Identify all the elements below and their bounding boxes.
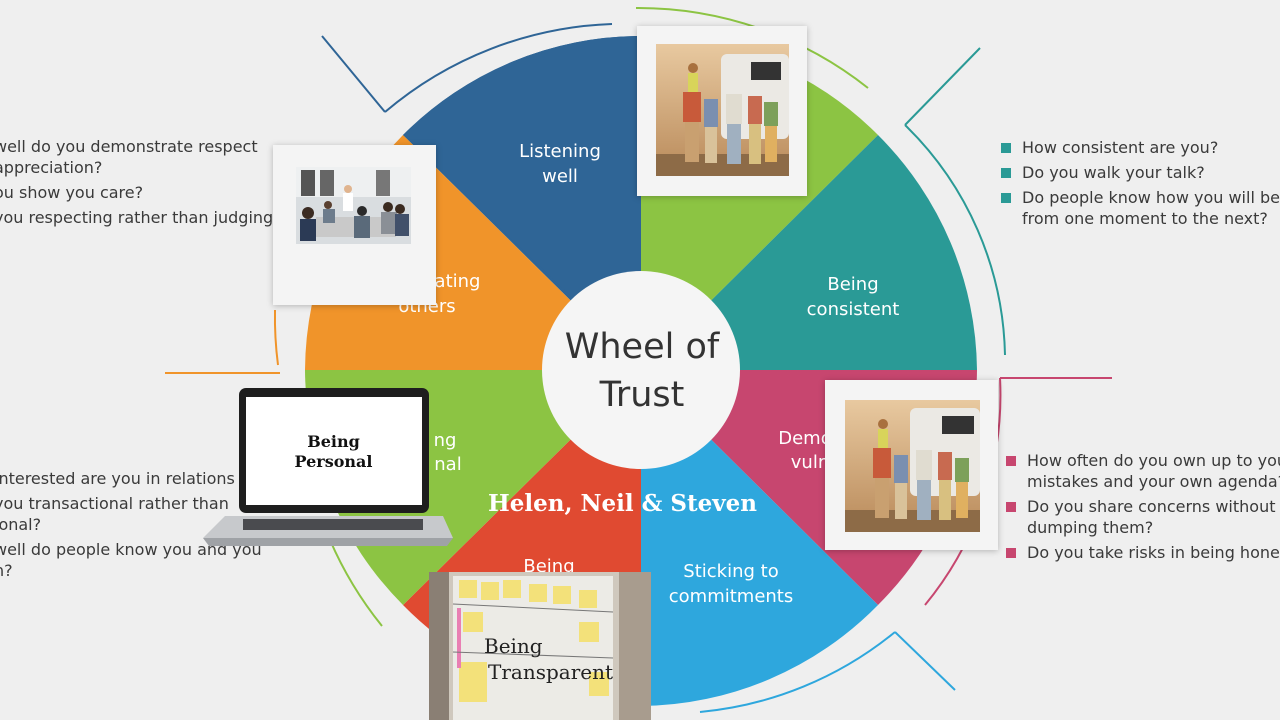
title-line-1: Wheel of — [564, 327, 720, 367]
title-line-2: Trust — [599, 375, 685, 415]
family-photo-card-right — [825, 380, 998, 550]
teal-bullet-icon — [1001, 193, 1011, 203]
right-q-3: Do people know how you will be — [1001, 187, 1280, 208]
board-label-line-1: Being — [484, 634, 543, 658]
family-photo-right — [845, 400, 980, 532]
right-questions-top: How consistent are you? Do you walk your… — [1001, 137, 1280, 229]
left-q-9: n? — [0, 561, 13, 580]
laptop-icon — [203, 388, 453, 546]
label-personal-partial-1: ng — [434, 430, 457, 451]
right-q-2: Do you walk your talk? — [1001, 162, 1280, 183]
segment-sticking-to-commitments — [641, 370, 878, 706]
teal-bullet-icon — [1001, 168, 1011, 178]
sticky-note-board-photo — [429, 572, 651, 720]
board-label: Being Transparent — [484, 633, 613, 685]
meeting-photo-card — [273, 145, 436, 305]
right-q-5: Do you share concerns without — [1006, 496, 1280, 517]
wheel-title: Wheel of Trust — [543, 272, 741, 470]
pink-bullet-icon — [1006, 456, 1016, 466]
label-appreciating-1: iating — [430, 271, 481, 292]
label-consistent-1: Being — [827, 274, 878, 295]
teal-bullet-icon — [1001, 143, 1011, 153]
left-q-1: well do you demonstrate respect — [0, 137, 258, 156]
right-q-5-cont: dumping them? — [1027, 518, 1154, 537]
pink-bullet-icon — [1006, 502, 1016, 512]
right-questions-bottom: How often do you own up to you mistakes … — [1006, 450, 1280, 563]
left-q-6: you transactional rather than — [0, 494, 229, 513]
right-q-6: Do you take risks in being hones — [1006, 542, 1280, 563]
right-q-4: How often do you own up to you — [1006, 450, 1280, 471]
label-personal-partial-2: nal — [434, 454, 461, 475]
laptop-label-line-2: Personal — [294, 452, 373, 471]
right-q-3-cont: from one moment to the next? — [1022, 209, 1268, 228]
family-photo-top — [656, 44, 789, 176]
pink-bullet-icon — [1006, 548, 1016, 558]
left-q-4: you respecting rather than judging? — [0, 208, 282, 227]
laptop-screen-label: Being Personal — [246, 398, 421, 506]
family-photo-card-top — [637, 26, 807, 196]
presenter-names: Helen, Neil & Steven — [488, 490, 757, 517]
label-commitments-2: commitments — [669, 586, 794, 607]
label-listening-2: well — [542, 166, 578, 187]
label-transparent-partial: Being — [523, 556, 574, 577]
board-label-line-2: Transparent — [488, 660, 614, 684]
label-vulnerable-1: Demo — [778, 428, 831, 449]
left-q-3: ou show you care? — [0, 183, 144, 202]
center-circle — [542, 271, 740, 469]
label-commitments-1: Sticking to — [683, 561, 778, 582]
segment-being-consistent — [641, 135, 977, 370]
right-q-1: How consistent are you? — [1001, 137, 1280, 158]
laptop-label-line-1: Being — [307, 432, 360, 451]
left-q-5: interested are you in relations — [0, 469, 235, 488]
left-questions-top: well do you demonstrate respect apprecia… — [0, 136, 282, 228]
right-q-4-cont: mistakes and your own agenda? — [1027, 472, 1280, 491]
label-consistent-2: consistent — [807, 299, 900, 320]
meeting-photo — [296, 167, 411, 244]
left-q-8: well do people know you and you — [0, 540, 262, 559]
left-q-7: ional? — [0, 515, 42, 534]
left-q-2: appreciation? — [0, 158, 103, 177]
left-questions-bottom: interested are you in relations you tran… — [0, 468, 262, 581]
label-vulnerable-2: vulr — [791, 452, 826, 473]
label-listening-1: Listening — [519, 141, 601, 162]
